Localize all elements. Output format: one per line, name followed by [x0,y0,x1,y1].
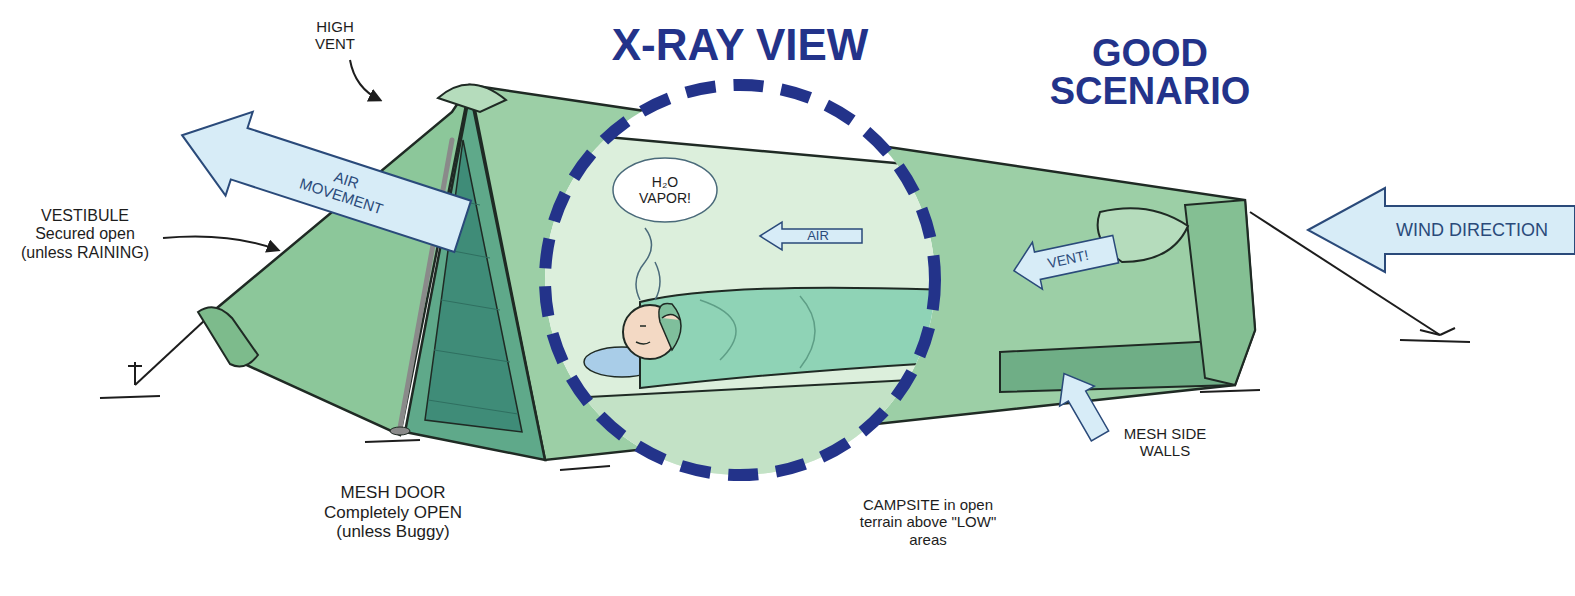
mesh-wall-arrow [1047,364,1118,446]
high-vent [438,84,506,112]
callout-label: HIGH VENT [300,18,370,53]
pole-foot [390,427,410,435]
xray-frame [545,85,935,475]
diagram-title: GOOD SCENARIO [1025,34,1275,110]
view-heading: X-RAY VIEW [560,20,920,71]
arrow-label: AIR [798,229,838,244]
leader-lines [163,60,380,250]
wind-arrow [1308,188,1575,272]
speech-text: H₂O VAPOR! [625,174,705,206]
vent-arrow [1009,226,1121,295]
rolled-vestibule [198,307,258,366]
callout-label: VESTIBULE Secured open (unless RAINING) [10,207,160,262]
callout-label: CAMPSITE in open terrain above "LOW" are… [858,496,998,548]
mesh-door [425,140,522,432]
arrow-label: WIND DIRECTION [1382,220,1562,241]
callout-label: MESH DOOR Completely OPEN (unless Buggy) [318,483,468,542]
air-movement-arrow [169,93,477,268]
callout-label: MESH SIDE WALLS [1118,425,1213,460]
tent-rear [1185,200,1255,385]
xray-interior [530,130,950,480]
